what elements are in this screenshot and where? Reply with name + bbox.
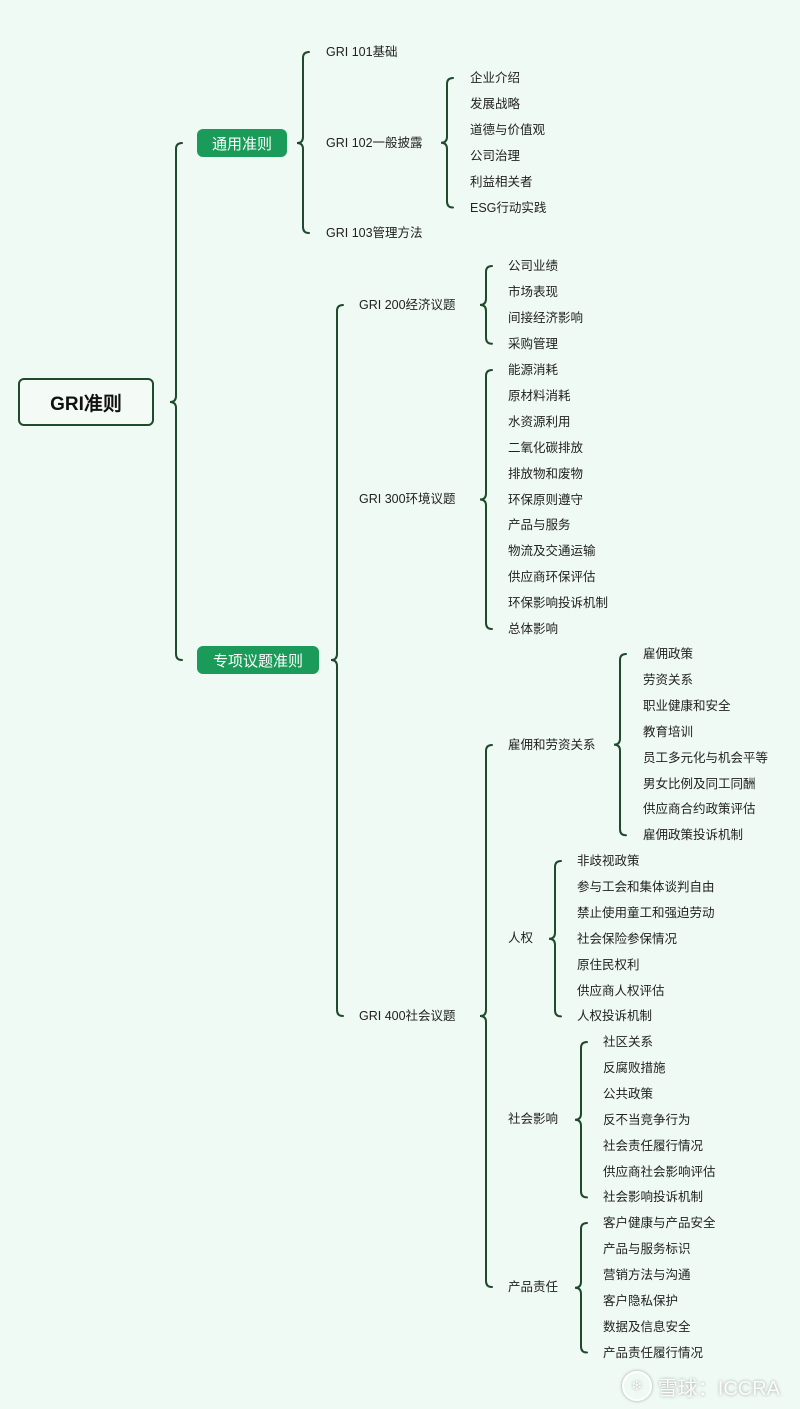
social-impact-item: 公共政策	[603, 1086, 654, 1101]
node-employment: 雇佣和劳资关系	[508, 738, 596, 752]
branch-general-standards: 通用准则	[197, 129, 287, 157]
human-rights-item: 非歧视政策	[577, 854, 640, 868]
social-impact-item: 反不当竞争行为	[603, 1112, 691, 1127]
product-item: 客户隐私保护	[603, 1293, 679, 1308]
employment-item: 供应商合约政策评估	[643, 802, 756, 817]
gri-102-item: 企业介绍	[470, 71, 521, 85]
gri-102-item: 利益相关者	[470, 174, 533, 189]
social-impact-item: 社会影响投诉机制	[603, 1190, 704, 1205]
human-rights-item: 人权投诉机制	[577, 1009, 653, 1024]
node-social-impact: 社会影响	[508, 1112, 559, 1126]
product-item: 数据及信息安全	[603, 1319, 691, 1334]
human-rights-item: 原住民权利	[577, 957, 640, 972]
human-rights-item: 供应商人权评估	[577, 983, 665, 998]
product-item: 产品责任履行情况	[603, 1345, 704, 1360]
gri-102-item: 公司治理	[470, 148, 521, 163]
node-gri-103: GRI 103管理方法	[326, 226, 423, 240]
product-item: 产品与服务标识	[603, 1241, 691, 1256]
social-impact-item: 社会责任履行情况	[603, 1138, 704, 1153]
gri-200-item: 采购管理	[508, 336, 559, 351]
employment-item: 劳资关系	[643, 672, 694, 687]
gri-300-item: 排放物和废物	[508, 466, 584, 481]
employment-item: 雇佣政策	[643, 647, 694, 661]
social-impact-item: 社区关系	[603, 1035, 654, 1049]
gri-300-item: 能源消耗	[508, 363, 559, 377]
gri-300-item: 总体影响	[508, 622, 559, 636]
gri-102-item: 发展战略	[470, 96, 521, 111]
gri-300-brace	[479, 369, 493, 630]
employment-item: 教育培训	[643, 724, 694, 739]
gri-300-item: 环保原则遵守	[508, 492, 584, 507]
watermark: ❄ 雪球：ICCRA	[621, 1371, 780, 1401]
node-gri-102: GRI 102一般披露	[326, 136, 423, 150]
gri-300-item: 二氧化碳排放	[508, 440, 584, 455]
gri-300-item: 物流及交通运输	[508, 544, 596, 559]
social-impact-brace	[574, 1041, 588, 1199]
gri-200-brace	[479, 265, 493, 345]
gri-102-item: ESG行动实践	[470, 200, 547, 215]
gri-300-item: 原材料消耗	[508, 388, 571, 403]
social-impact-item: 供应商社会影响评估	[603, 1164, 716, 1179]
product-item: 客户健康与产品安全	[603, 1216, 716, 1230]
employment-item: 男女比例及同工同酬	[643, 776, 756, 791]
gri-300-item: 产品与服务	[508, 518, 571, 533]
employment-item: 员工多元化与机会平等	[643, 750, 769, 765]
gri-300-item: 供应商环保评估	[508, 570, 596, 585]
gri-200-item: 间接经济影响	[508, 310, 584, 325]
root-node: GRI准则	[18, 378, 154, 426]
node-product-responsibility: 产品责任	[508, 1280, 559, 1294]
node-gri-101: GRI 101基础	[326, 45, 398, 59]
human-rights-item: 禁止使用童工和强迫劳动	[577, 905, 715, 920]
gri-200-item: 市场表现	[508, 284, 559, 299]
gri-102-brace	[440, 77, 454, 209]
watermark-text: 雪球：ICCRA	[657, 1377, 780, 1400]
node-gri-200: GRI 200经济议题	[359, 298, 456, 312]
general-brace	[296, 51, 310, 234]
employment-brace	[613, 653, 627, 837]
human-rights-item: 社会保险参保情况	[577, 931, 678, 946]
branch-topic-standards: 专项议题准则	[197, 646, 319, 674]
social-impact-item: 反腐败措施	[603, 1060, 666, 1075]
gri-300-item: 环保影响投诉机制	[508, 596, 609, 611]
topic-brace	[330, 304, 344, 1017]
root-brace	[169, 142, 183, 661]
product-brace	[574, 1222, 588, 1354]
node-gri-400: GRI 400社会议题	[359, 1009, 456, 1023]
gri-400-brace	[479, 744, 493, 1288]
node-gri-300: GRI 300环境议题	[359, 492, 456, 506]
gri-102-item: 道德与价值观	[470, 122, 546, 137]
product-item: 营销方法与沟通	[603, 1267, 691, 1282]
human-rights-brace	[548, 860, 562, 1018]
gri-200-item: 公司业绩	[508, 259, 559, 273]
node-human-rights: 人权	[508, 931, 534, 945]
employment-item: 雇佣政策投诉机制	[643, 828, 744, 843]
human-rights-item: 参与工会和集体谈判自由	[577, 879, 715, 894]
gri-300-item: 水资源利用	[508, 414, 571, 429]
employment-item: 职业健康和安全	[643, 698, 731, 713]
snowball-logo-icon: ❄	[621, 1371, 652, 1401]
